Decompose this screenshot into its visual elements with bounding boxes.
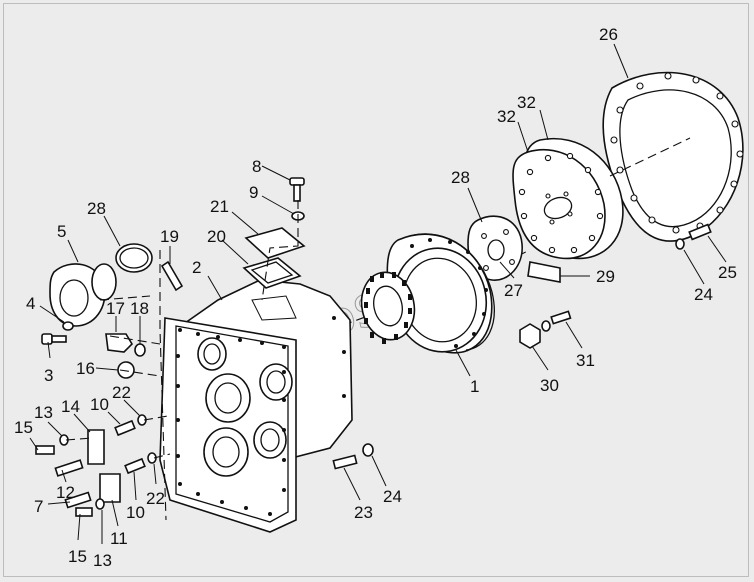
callout-22-lower: 22 xyxy=(146,489,165,508)
callout-2: 2 xyxy=(192,258,201,277)
callout-29: 29 xyxy=(596,267,615,286)
bracket-part-14 xyxy=(87,429,105,465)
callout-14: 14 xyxy=(61,397,80,416)
bolt-part-25 xyxy=(688,223,712,241)
callout-3: 3 xyxy=(44,366,53,385)
flange-part-28-right xyxy=(467,215,523,281)
callout-10-upper: 10 xyxy=(90,395,109,414)
callout-16: 16 xyxy=(76,359,95,378)
washer-part-4 xyxy=(62,321,74,331)
callout-9: 9 xyxy=(249,183,258,202)
washer-part-13-lower xyxy=(95,498,105,510)
callout-18: 18 xyxy=(130,299,149,318)
gasket-part-26 xyxy=(602,71,744,242)
callout-24-upper: 24 xyxy=(694,285,713,304)
nut-part-30 xyxy=(519,323,541,349)
callout-23: 23 xyxy=(354,503,373,522)
flange-part-5 xyxy=(49,263,117,327)
bolt-part-8 xyxy=(289,177,305,202)
callout-1: 1 xyxy=(470,377,479,396)
bolt-part-12 xyxy=(54,459,84,477)
bracket-part-11 xyxy=(99,473,121,503)
cover-part-21 xyxy=(244,227,306,259)
callout-25: 25 xyxy=(718,263,737,282)
callout-22-upper: 22 xyxy=(112,383,131,402)
pin-part-10-upper xyxy=(114,419,136,437)
bolt-part-15-lower xyxy=(75,507,93,517)
callout-11: 11 xyxy=(110,529,128,548)
callout-17: 17 xyxy=(106,299,125,318)
callout-12: 12 xyxy=(56,483,75,502)
plate-part-32 xyxy=(512,137,624,260)
callout-30: 30 xyxy=(540,376,559,395)
bolt-part-7 xyxy=(64,491,92,509)
callout-15-upper: 15 xyxy=(14,418,33,437)
washer-part-24-upper xyxy=(675,238,685,250)
callout-13-upper: 13 xyxy=(34,403,53,422)
bracket-part-29 xyxy=(527,261,561,283)
callout-31: 31 xyxy=(576,351,595,370)
callout-28-right: 28 xyxy=(451,168,470,187)
callout-13-lower: 13 xyxy=(93,551,112,570)
plug-part-19 xyxy=(160,260,184,292)
callout-5: 5 xyxy=(57,222,66,241)
callout-24-lower: 24 xyxy=(383,487,402,506)
callout-10-lower: 10 xyxy=(126,503,145,522)
bolt-part-3 xyxy=(41,333,67,345)
callout-15-lower: 15 xyxy=(68,547,87,566)
callout-28-left: 28 xyxy=(87,199,106,218)
washer-part-18 xyxy=(134,343,146,357)
callout-32-top: 32 xyxy=(517,93,536,112)
torque-converter-part-1 xyxy=(360,233,495,354)
callout-4: 4 xyxy=(26,294,35,313)
pin-part-10-lower xyxy=(124,457,146,475)
bolt-part-15-upper xyxy=(35,445,55,455)
callout-7: 7 xyxy=(34,497,43,516)
callout-21: 21 xyxy=(210,197,229,216)
callout-20: 20 xyxy=(207,227,226,246)
callout-27: 27 xyxy=(504,281,523,300)
callout-26: 26 xyxy=(599,25,618,44)
stud-part-31 xyxy=(550,310,572,325)
leader-lines xyxy=(29,43,727,544)
callout-8: 8 xyxy=(252,157,261,176)
callout-19: 19 xyxy=(160,227,179,246)
callout-labels: 26 32 32 28 8 9 21 20 19 2 28 5 4 3 17 1… xyxy=(14,25,737,570)
fitting-part-17 xyxy=(105,333,134,353)
washer-part-24-lower xyxy=(362,443,374,457)
gasket-part-20 xyxy=(242,257,302,289)
housing-part-2 xyxy=(159,279,353,533)
bolt-part-23 xyxy=(332,454,358,470)
callout-32-second: 32 xyxy=(497,107,516,126)
